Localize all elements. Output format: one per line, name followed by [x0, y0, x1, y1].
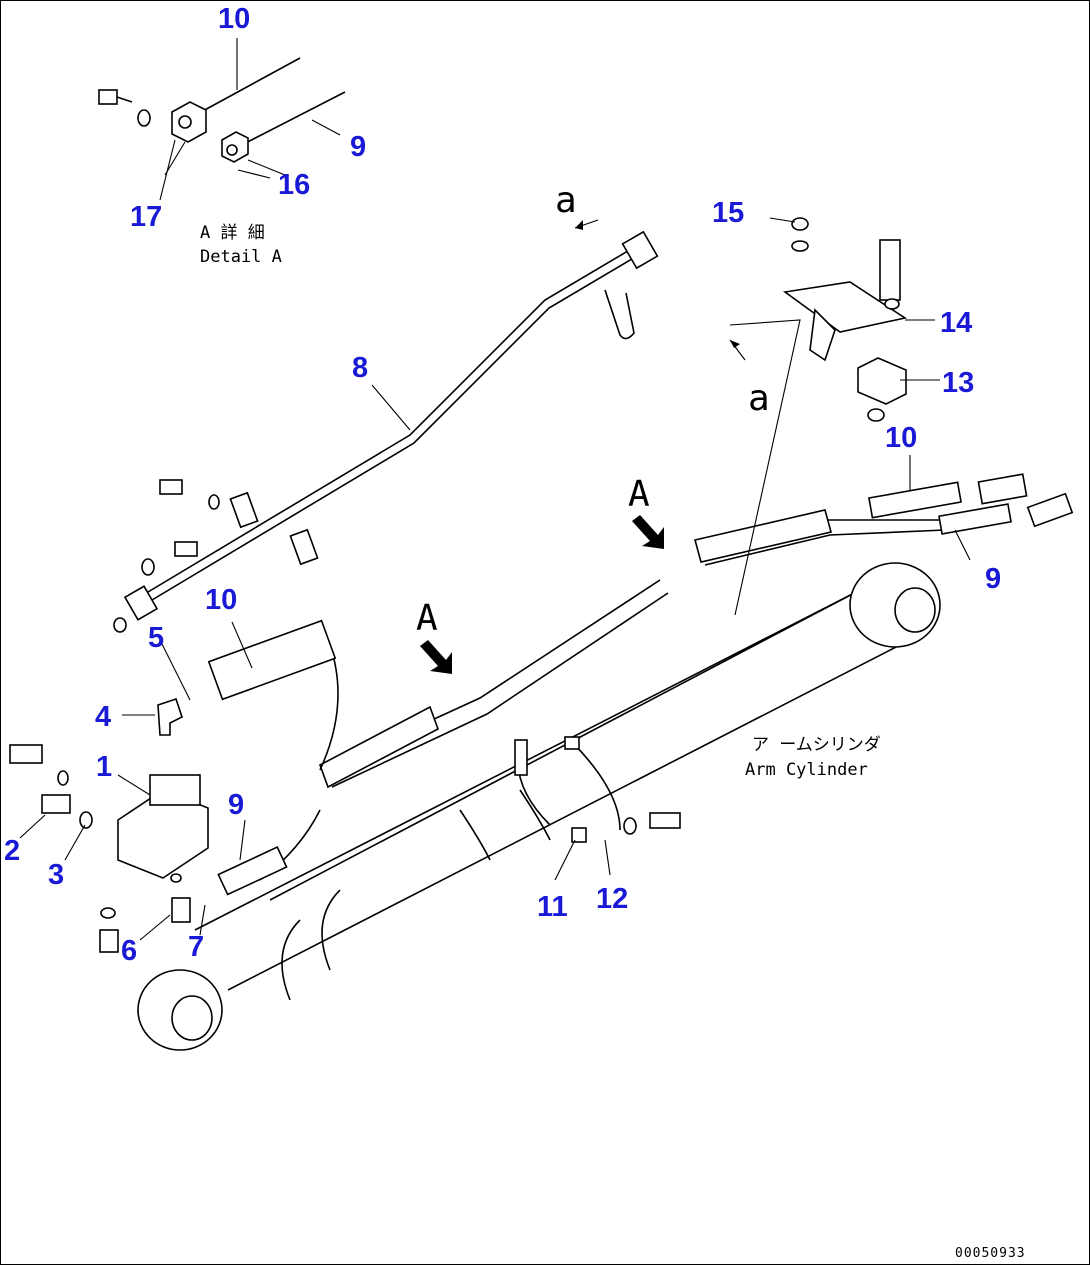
drawing-code: 00050933 [955, 1246, 1026, 1261]
ref-a-right: a [748, 378, 770, 419]
callout-9-detail: 9 [350, 131, 366, 163]
callout-11: 11 [537, 891, 568, 923]
callout-6: 6 [121, 935, 137, 967]
callout-3: 3 [48, 859, 64, 891]
callout-8: 8 [352, 352, 368, 384]
view-arrow-a-left: A [416, 598, 438, 639]
callout-14: 14 [940, 307, 972, 339]
arm-cylinder-label-en: Arm Cylinder [745, 760, 868, 780]
tube-8 [123, 230, 659, 621]
callout-17: 17 [130, 201, 162, 233]
callout-5: 5 [148, 622, 164, 654]
hoses [259, 509, 946, 881]
callout-10-detail: 10 [218, 3, 250, 35]
callout-9-right: 9 [985, 563, 1001, 595]
valve-assembly [9, 617, 209, 953]
ref-a-top: a [555, 180, 577, 221]
callout-7: 7 [188, 931, 204, 963]
view-arrow-a-right: A [628, 474, 650, 515]
leader-lines [19, 38, 971, 941]
callout-10-right: 10 [885, 422, 917, 454]
callout-4: 4 [95, 701, 111, 733]
detail-a-label-jp: A 詳 細 [200, 223, 265, 243]
callout-9-left: 9 [228, 789, 244, 821]
callout-16: 16 [278, 169, 310, 201]
callout-12: 12 [596, 883, 628, 915]
detail-a-label-en: Detail A [200, 247, 282, 267]
callout-13: 13 [942, 367, 974, 399]
arm-cylinder-label-jp: ア ームシリンダ [752, 735, 881, 755]
fittings [207, 473, 1074, 896]
bracket-group [782, 217, 908, 422]
arm-cylinder [137, 562, 941, 1051]
callout-1: 1 [96, 751, 112, 783]
callout-10-left: 10 [205, 584, 237, 616]
detail-a-group [98, 57, 346, 179]
clamps [514, 736, 681, 843]
callout-2: 2 [4, 835, 20, 867]
view-arrows [420, 219, 801, 674]
callout-15: 15 [712, 197, 744, 229]
